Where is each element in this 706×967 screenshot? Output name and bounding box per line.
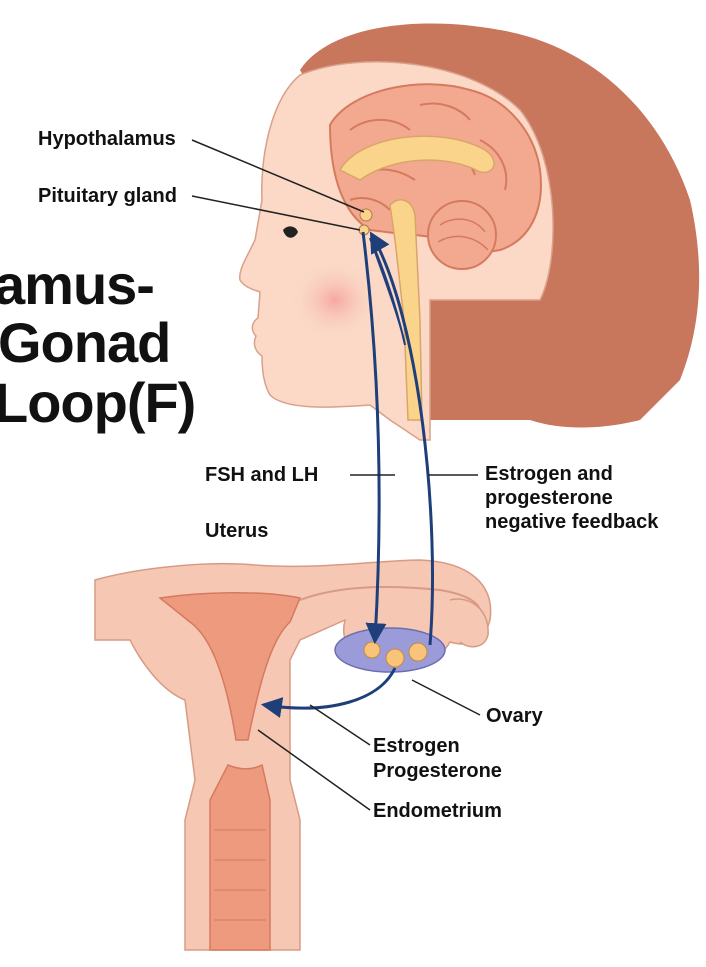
label-hypothalamus: Hypothalamus xyxy=(38,128,176,150)
label-progesterone: Progesterone xyxy=(373,760,502,782)
label-feedback-line-1: Estrogen and xyxy=(485,463,613,485)
label-endometrium: Endometrium xyxy=(373,800,502,822)
cerebellum xyxy=(428,201,496,269)
label-estrogen: Estrogen xyxy=(373,735,460,757)
title-line-2: Gonad xyxy=(0,313,170,373)
label-pituitary-gland: Pituitary gland xyxy=(38,185,177,207)
vagina xyxy=(210,765,270,950)
title-line-1: amus- xyxy=(0,255,154,315)
label-feedback-line-3: negative feedback xyxy=(485,511,658,533)
label-feedback-line-2: progesterone xyxy=(485,487,613,509)
title-line-3: Loop(F) xyxy=(0,373,195,433)
label-ovary: Ovary xyxy=(486,705,543,727)
label-fsh-lh: FSH and LH xyxy=(205,464,318,486)
label-uterus: Uterus xyxy=(205,520,268,542)
